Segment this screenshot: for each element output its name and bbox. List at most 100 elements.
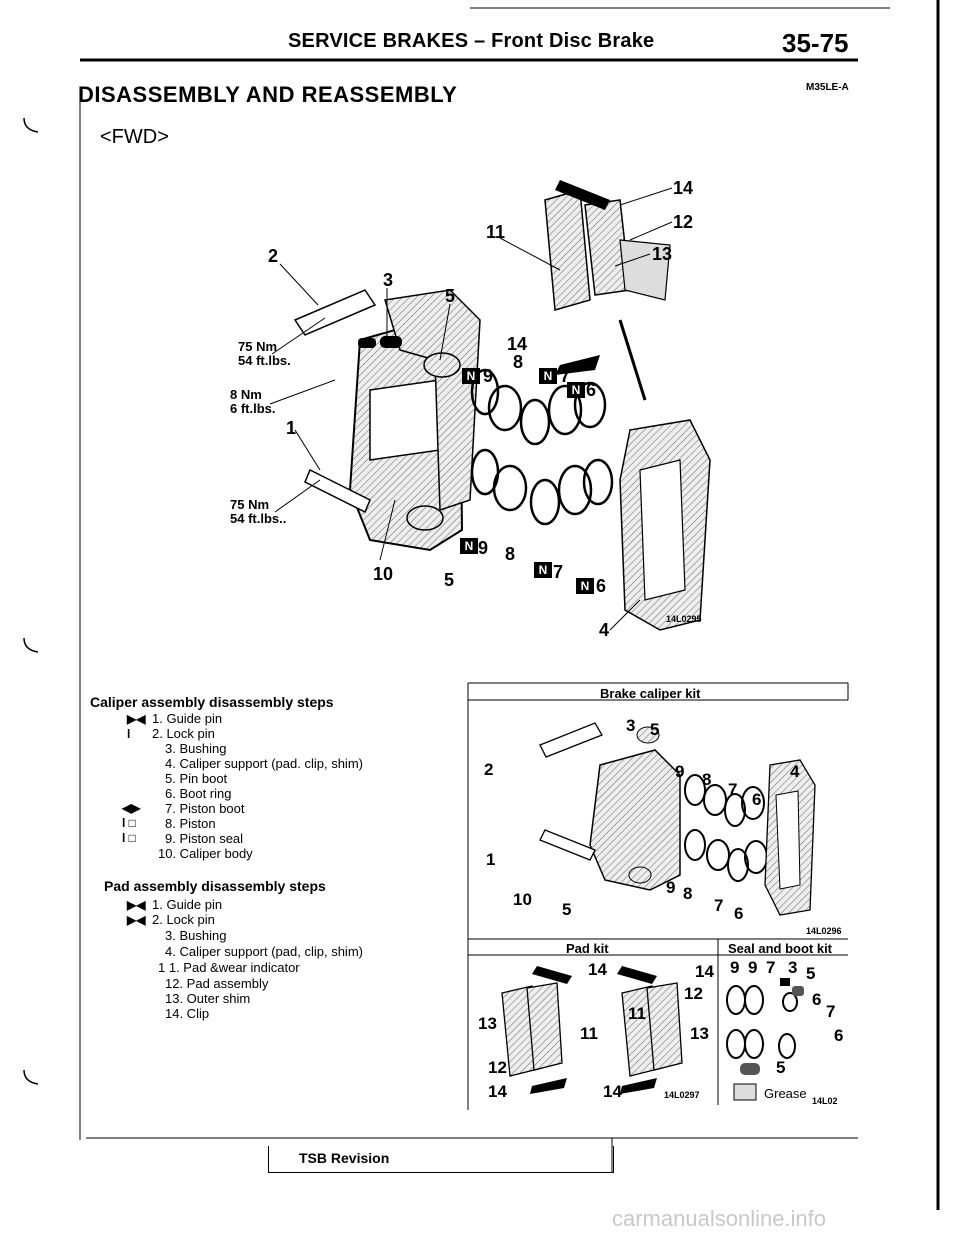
step-mark: ▶◀ xyxy=(127,913,146,927)
callout-12: 12 xyxy=(673,212,694,232)
padkit-callout: 12 xyxy=(488,1058,507,1077)
callout-14-b: 14 xyxy=(507,334,528,354)
kit-callout: 8 xyxy=(683,884,693,903)
caliper-step: 7. Piston boot xyxy=(165,801,245,816)
page-header-title: SERVICE BRAKES – Front Disc Brake xyxy=(288,30,655,52)
kit-callout: 9 xyxy=(675,762,685,781)
sealkit-callout: 6 xyxy=(834,1026,844,1045)
step-mark: ▶◀ xyxy=(127,712,146,726)
sealkit-callout: 3 xyxy=(788,958,798,977)
padkit-callout: 13 xyxy=(478,1014,497,1033)
padkit-callout: 11 xyxy=(580,1024,598,1043)
callout-5: 5 xyxy=(445,286,456,306)
page-number: 35-75 xyxy=(782,28,849,58)
section-code: M35LE-A xyxy=(806,82,849,93)
caliper-support-shape xyxy=(384,289,481,512)
section-title: DISASSEMBLY AND REASSEMBLY xyxy=(78,82,458,107)
brake-caliper-kit-diagram xyxy=(539,722,816,916)
torque-ftlb: 54 ft.lbs. xyxy=(238,353,291,368)
step-mark: ◀▶ xyxy=(122,801,141,815)
pad-step: 4. Caliper support (pad, clip, shim) xyxy=(165,944,363,959)
sealkit-callout: 9 xyxy=(730,958,740,977)
kit-callout: 7 xyxy=(728,780,738,799)
caliper-step: 6. Boot ring xyxy=(165,786,232,801)
watermark: carmanualsonline.info xyxy=(612,1206,827,1231)
padkit-figure-id: 14L0297 xyxy=(664,1090,700,1100)
callout-7-b: 7 xyxy=(553,562,564,582)
pad-step: 14. Clip xyxy=(165,1006,210,1021)
caliper-steps-title: Caliper assembly disassembly steps xyxy=(90,694,334,710)
step-mark: l □ xyxy=(122,831,136,845)
caliper-step: 8. Piston xyxy=(165,816,216,831)
callout-8-b: 8 xyxy=(505,544,516,564)
sealkit-callout: 5 xyxy=(806,964,816,983)
callout-1: 1 xyxy=(286,418,297,438)
padkit-callout: 14 xyxy=(588,960,607,979)
caliper-step: 4. Caliper support (pad. clip, shim) xyxy=(165,756,363,771)
callout-10: 10 xyxy=(373,564,394,584)
kit-callout: 3 xyxy=(626,716,636,735)
kit-callout: 6 xyxy=(752,790,762,809)
pad-kit-diagram xyxy=(501,966,683,1094)
n-symbol: N xyxy=(534,562,552,578)
n-symbol: N xyxy=(462,368,480,384)
leader-lines xyxy=(269,187,673,631)
kit-callout: 10 xyxy=(513,890,532,909)
caliper-step: 9. Piston seal xyxy=(165,831,244,846)
torque-guide-pin: 75 Nm 54 ft.lbs. xyxy=(238,340,291,368)
n-symbol: N xyxy=(460,538,478,554)
seal-boot-kit-title: Seal and boot kit xyxy=(728,941,833,956)
grease-label: Grease xyxy=(764,1086,807,1101)
padkit-callout: 14 xyxy=(488,1082,507,1101)
n-symbol: N xyxy=(567,382,585,398)
callout-4: 4 xyxy=(599,620,610,640)
pad-step: 3. Bushing xyxy=(165,928,227,943)
brake-caliper-kit-title: Brake caliper kit xyxy=(600,686,701,701)
pad-kit-title: Pad kit xyxy=(566,941,609,956)
caliper-step: 2. Lock pin xyxy=(152,726,215,741)
padkit-callout: 13 xyxy=(690,1024,709,1043)
guide-pin-shape xyxy=(293,289,377,336)
pad-step: 2. Lock pin xyxy=(152,912,215,927)
kit-callout: 5 xyxy=(562,900,572,919)
step-mark: l xyxy=(127,727,131,741)
kit-callout: 9 xyxy=(666,878,676,897)
pad-step: 12. Pad assembly xyxy=(165,976,269,991)
tsb-revision-label: TSB Revision xyxy=(299,1150,390,1166)
torque-lock-pin: 75 Nm 54 ft.lbs.. xyxy=(230,498,286,526)
torque-nm: 8 Nm xyxy=(230,387,262,402)
caliper-step: 5. Pin boot xyxy=(165,771,228,786)
padkit-callout: 11 xyxy=(628,1004,646,1023)
kit-callout: 2 xyxy=(484,760,494,779)
callout-9-b: 9 xyxy=(478,538,489,558)
kit-callout: 4 xyxy=(790,762,800,781)
sealkit-callout: 7 xyxy=(766,958,776,977)
callout-3: 3 xyxy=(383,270,394,290)
caliper-step: 1. Guide pin xyxy=(152,711,223,726)
sealkit-callout: 9 xyxy=(748,958,758,977)
callout-13: 13 xyxy=(652,244,673,264)
padkit-callout: 14 xyxy=(695,962,714,981)
step-mark: l □ xyxy=(122,816,136,830)
sealkit-callout: 5 xyxy=(776,1058,786,1077)
caliper-exploded-diagram xyxy=(293,180,711,631)
kit-callout: 8 xyxy=(702,770,712,789)
sealkit-figure-id: 14L02 xyxy=(812,1096,838,1106)
torque-nm: 75 Nm xyxy=(238,339,278,354)
step-mark: ▶◀ xyxy=(127,898,146,912)
torque-nm: 75 Nm xyxy=(230,497,270,512)
callout-8: 8 xyxy=(513,352,524,372)
lock-pin-shape xyxy=(304,468,371,514)
callout-5-b: 5 xyxy=(444,570,455,590)
kit-figure-id: 14L0296 xyxy=(806,926,842,936)
kit-callout: 5 xyxy=(650,720,660,739)
padkit-callout: 12 xyxy=(684,984,703,1003)
seal-boot-kit-diagram xyxy=(726,978,804,1101)
caliper-step: 3. Bushing xyxy=(165,741,227,756)
pad-steps-title: Pad assembly disassembly steps xyxy=(104,878,326,894)
callout-6: 6 xyxy=(586,380,597,400)
n-symbol: N xyxy=(539,368,557,384)
figure-id: 14L0295 xyxy=(666,614,702,624)
